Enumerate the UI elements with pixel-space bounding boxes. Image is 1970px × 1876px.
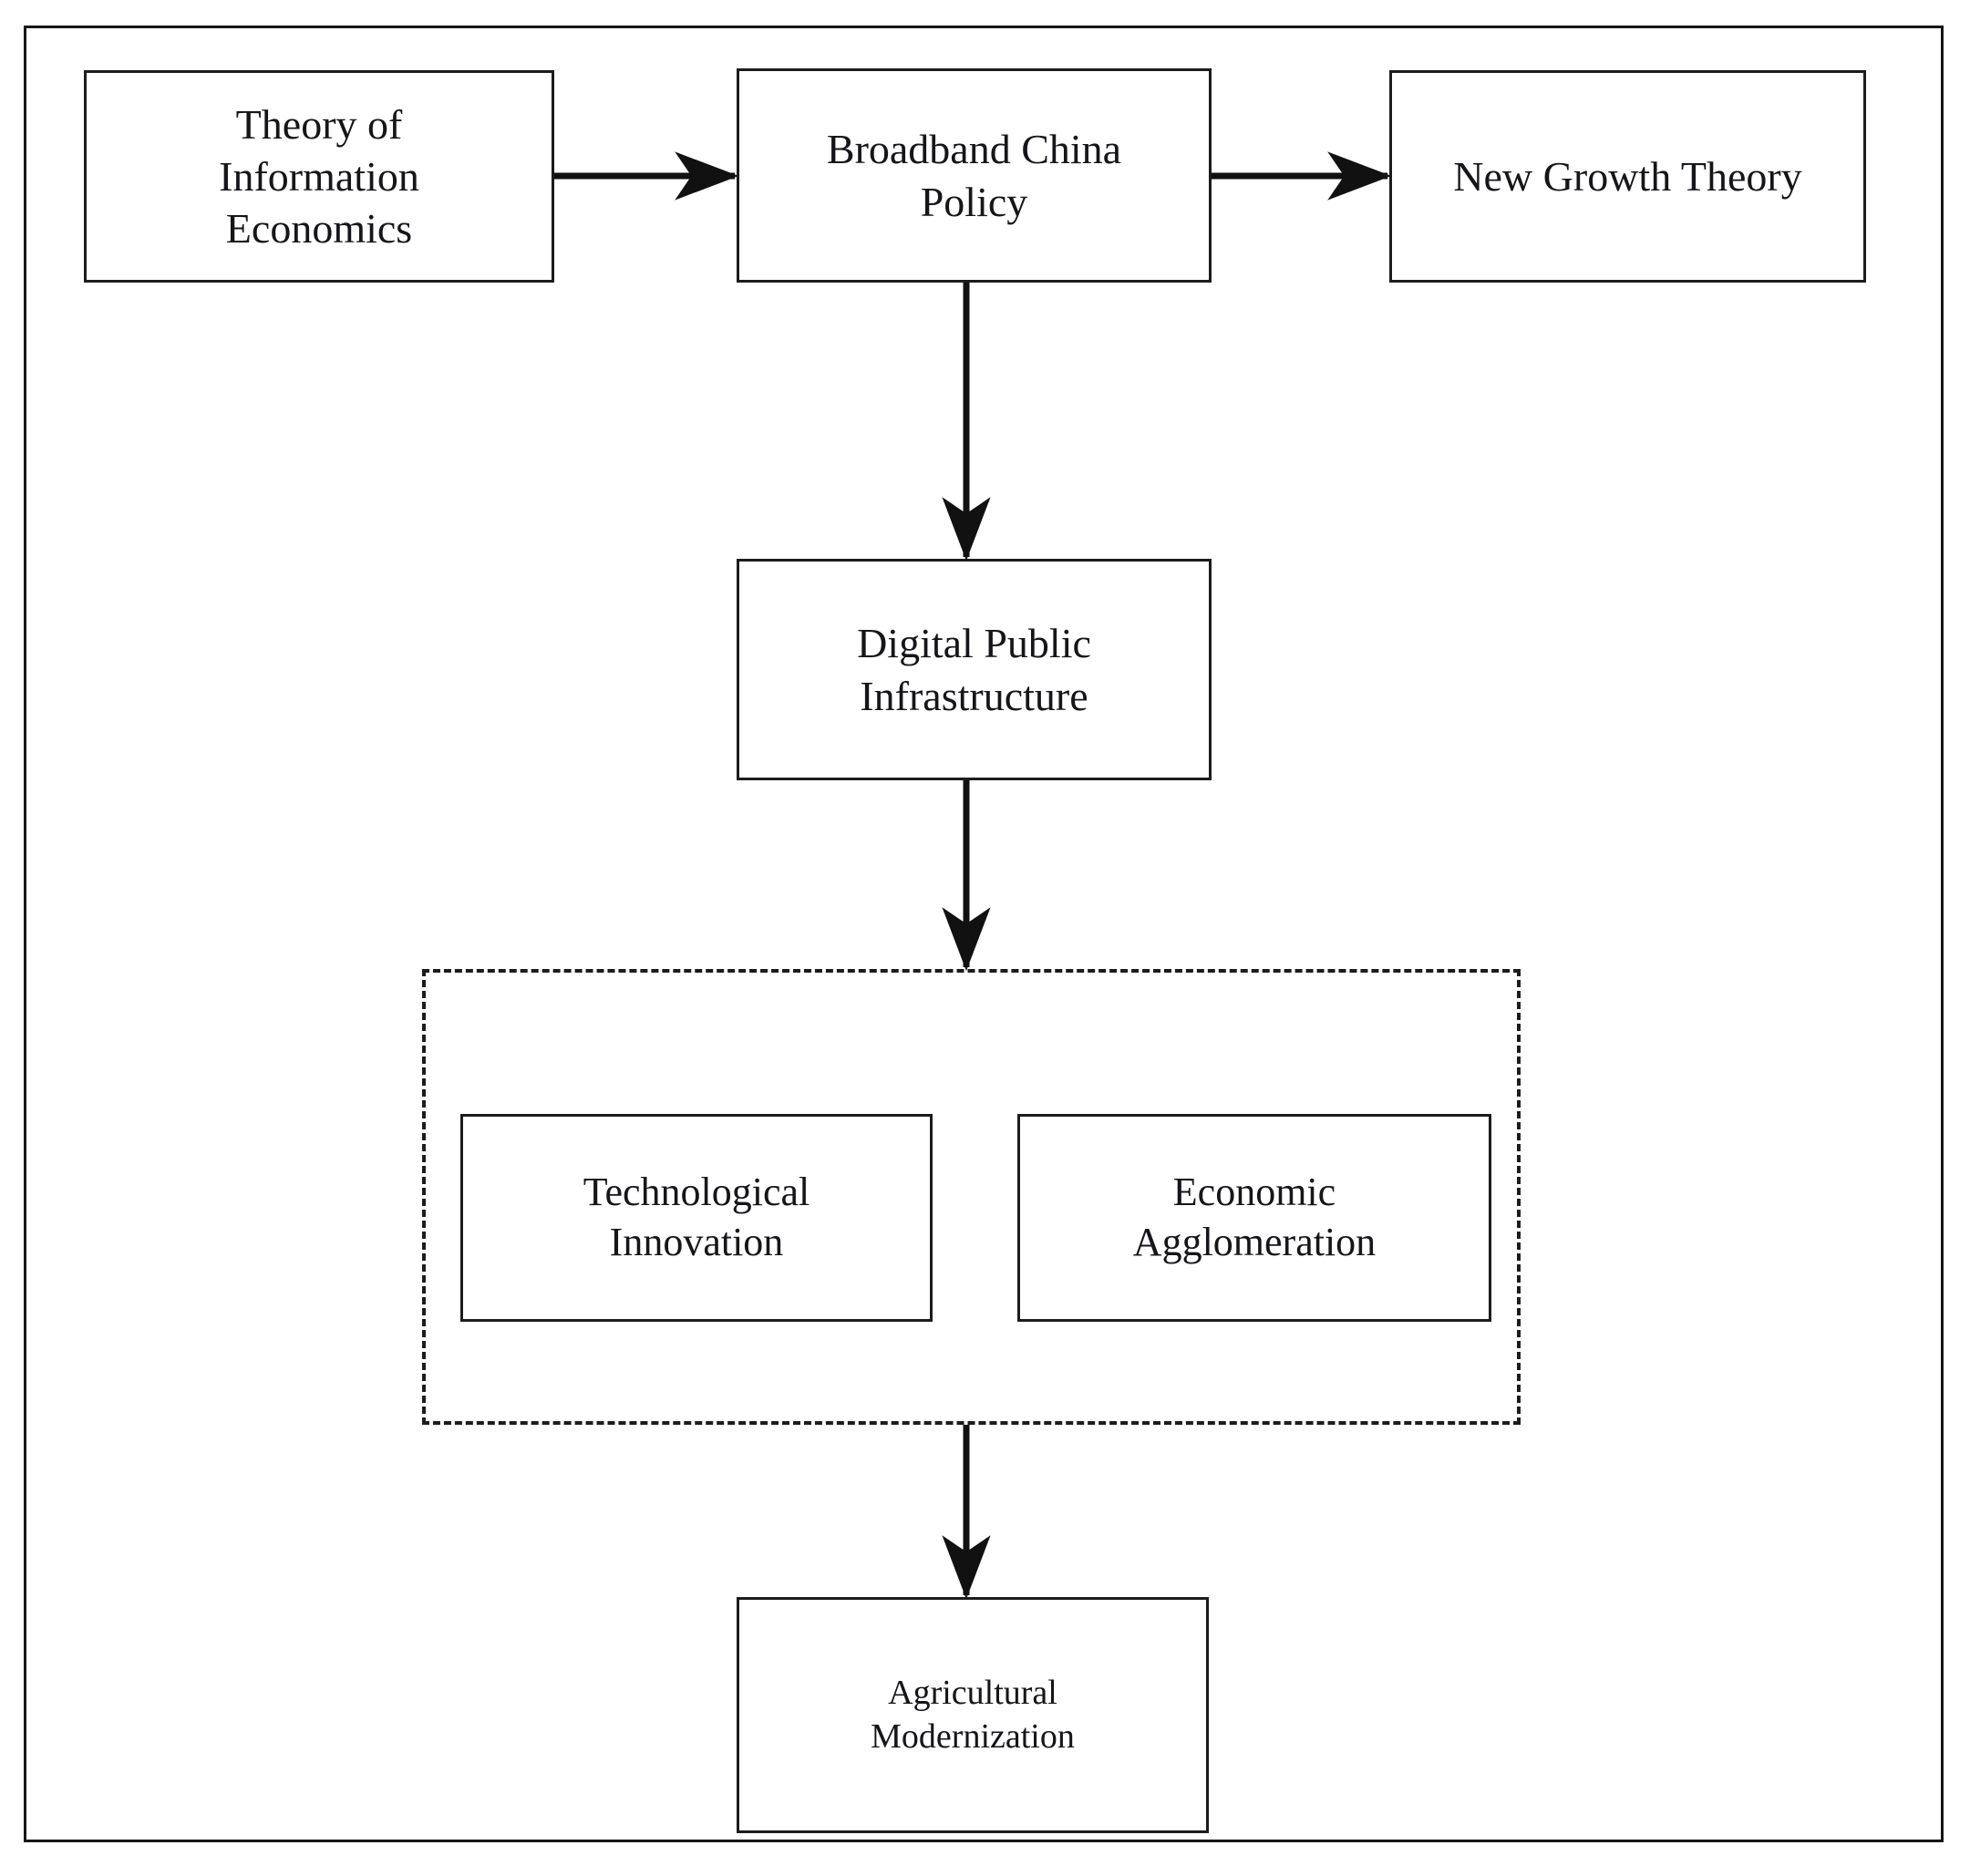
node-agricultural-modernization[interactable]: Agricultural Modernization bbox=[737, 1597, 1209, 1833]
node-label: Broadband China Policy bbox=[826, 126, 1122, 225]
node-label: New Growth Theory bbox=[1453, 152, 1802, 200]
node-label: Technological Innovation bbox=[583, 1170, 810, 1264]
node-technological-innovation[interactable]: Technological Innovation bbox=[460, 1114, 933, 1322]
node-new-growth-theory[interactable]: New Growth Theory bbox=[1389, 70, 1866, 283]
node-label: Theory of Information Economics bbox=[219, 100, 419, 253]
node-broadband-china-policy[interactable]: Broadband China Policy bbox=[737, 68, 1212, 283]
node-label: Economic Agglomeration bbox=[1132, 1170, 1377, 1264]
node-theory-of-information-economics[interactable]: Theory of Information Economics bbox=[84, 70, 554, 283]
figure-outer-frame bbox=[24, 26, 1944, 1842]
node-label: Agricultural Modernization bbox=[871, 1674, 1075, 1756]
node-digital-public-infrastructure[interactable]: Digital Public Infrastructure bbox=[737, 559, 1212, 780]
node-label: Digital Public Infrastructure bbox=[857, 620, 1091, 719]
node-economic-agglomeration[interactable]: Economic Agglomeration bbox=[1017, 1114, 1491, 1322]
